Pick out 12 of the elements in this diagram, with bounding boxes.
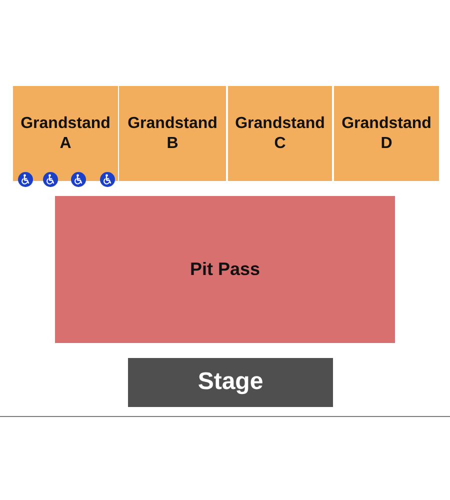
section-label: Grandstand A <box>20 114 112 153</box>
section-label: Grandstand D <box>340 114 432 153</box>
section-label: Grandstand B <box>126 114 218 153</box>
grandstand-section <box>119 86 226 181</box>
grandstand-section <box>228 86 332 181</box>
grandstand-section <box>13 86 118 181</box>
pit-area <box>55 196 395 343</box>
stage-label: Stage <box>198 368 264 397</box>
section-label: Pit Pass <box>190 258 260 280</box>
stage-block <box>128 358 333 407</box>
section-label: Grandstand C <box>234 114 326 153</box>
grandstand-section <box>334 86 439 181</box>
